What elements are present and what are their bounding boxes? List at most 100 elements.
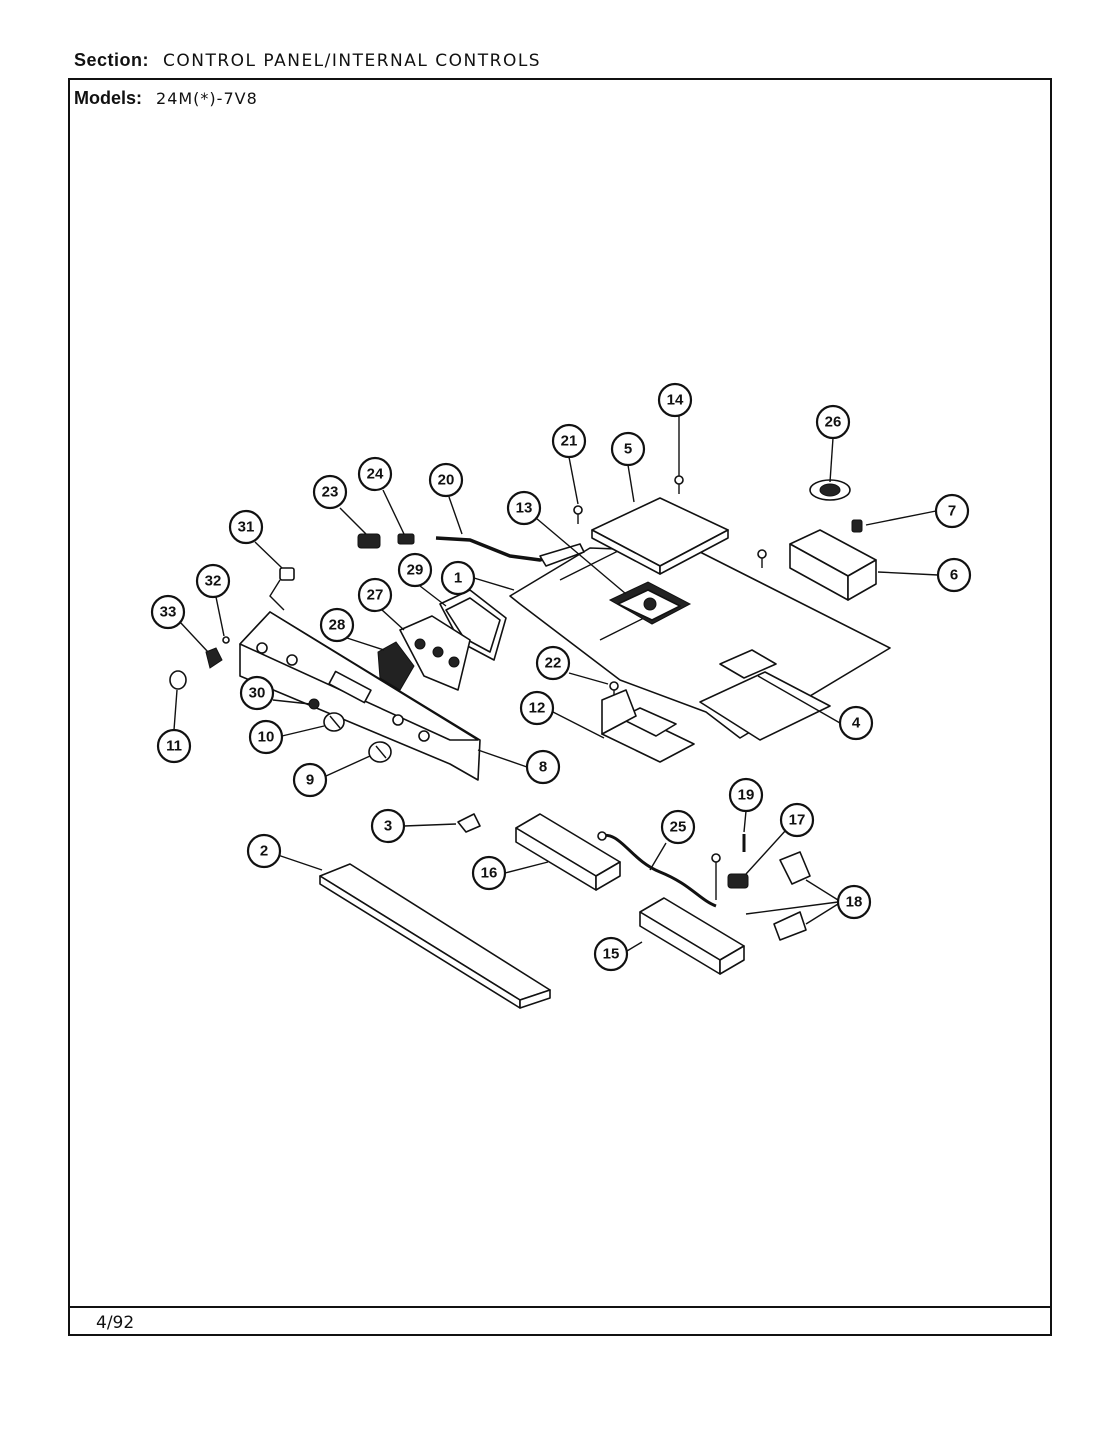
callout-28: 28 <box>319 607 355 643</box>
callout-31: 31 <box>228 509 264 545</box>
svg-text:9: 9 <box>306 772 314 789</box>
svg-text:16: 16 <box>481 865 498 882</box>
svg-text:5: 5 <box>624 441 632 458</box>
svg-text:28: 28 <box>329 617 346 634</box>
models-header: Models: 24M(*)-7V8 <box>74 88 258 109</box>
svg-text:19: 19 <box>738 787 755 804</box>
callout-9: 9 <box>292 762 328 798</box>
part-bracket-12 <box>601 689 695 763</box>
callout-24: 24 <box>357 456 393 492</box>
part-tray-bracket <box>789 529 877 601</box>
svg-text:30: 30 <box>249 685 266 702</box>
callout-32: 32 <box>195 563 231 599</box>
svg-text:13: 13 <box>516 500 533 517</box>
models-value: 24M(*)-7V8 <box>156 89 258 108</box>
part-switch-28 <box>377 641 415 691</box>
svg-text:31: 31 <box>238 519 255 536</box>
part-shield-29 <box>439 589 507 661</box>
section-title: CONTROL PANEL/INTERNAL CONTROLS <box>163 51 542 71</box>
svg-text:29: 29 <box>407 562 424 579</box>
part-knob-11 <box>169 670 187 690</box>
svg-text:6: 6 <box>950 567 958 584</box>
revision-date: 4/92 <box>96 1313 135 1333</box>
part-channel-16 <box>515 813 621 891</box>
callout-21: 21 <box>551 423 587 459</box>
callout-17: 17 <box>779 802 815 838</box>
callout-4: 4 <box>838 705 874 741</box>
part-knob-33 <box>205 647 223 669</box>
part-screw-14 <box>674 475 684 494</box>
callout-16: 16 <box>471 855 507 891</box>
callout-22: 22 <box>535 645 571 681</box>
svg-text:8: 8 <box>539 759 547 776</box>
part-thermostat <box>809 479 851 501</box>
part-relay-17 <box>727 873 749 889</box>
callout-10: 10 <box>248 719 284 755</box>
part-long-rail <box>319 863 551 1009</box>
part-screw-extra <box>757 549 767 568</box>
part-switch-board <box>399 615 471 691</box>
part-clip-31 <box>269 567 295 611</box>
svg-text:7: 7 <box>948 503 956 520</box>
callout-3: 3 <box>370 808 406 844</box>
svg-text:17: 17 <box>789 812 806 829</box>
part-knob-10 <box>323 712 345 732</box>
section-label: Section: <box>74 50 150 70</box>
svg-text:32: 32 <box>205 573 222 590</box>
svg-text:24: 24 <box>367 466 384 483</box>
leader-lines <box>173 416 939 952</box>
callout-33: 33 <box>150 594 186 630</box>
part-base-plate <box>509 539 891 741</box>
svg-text:1: 1 <box>454 570 462 587</box>
part-screw-22 <box>609 681 619 698</box>
callout-26: 26 <box>815 404 851 440</box>
footer-divider <box>68 1306 1052 1308</box>
callout-19: 19 <box>728 777 764 813</box>
callout-15: 15 <box>593 936 629 972</box>
part-spring-23 <box>357 533 381 549</box>
part-knob-30 <box>308 698 320 710</box>
callout-2: 2 <box>246 833 282 869</box>
callout-20: 20 <box>428 462 464 498</box>
callout-14: 14 <box>657 382 693 418</box>
models-label: Models: <box>74 88 143 108</box>
callout-25: 25 <box>660 809 696 845</box>
part-light-32 <box>222 636 230 644</box>
part-screw-21 <box>573 505 583 524</box>
svg-text:10: 10 <box>258 729 275 746</box>
part-connector-7 <box>851 519 863 533</box>
callout-6: 6 <box>936 557 972 593</box>
svg-text:21: 21 <box>561 433 578 450</box>
svg-text:3: 3 <box>384 818 392 835</box>
part-wire-25 <box>597 831 717 908</box>
callout-27: 27 <box>357 577 393 613</box>
callout-18: 18 <box>836 884 872 920</box>
callout-30: 30 <box>239 675 275 711</box>
callout-7: 7 <box>934 493 970 529</box>
callout-12: 12 <box>519 690 555 726</box>
part-clip-3 <box>457 813 481 833</box>
svg-text:14: 14 <box>667 392 684 409</box>
svg-text:12: 12 <box>529 700 546 717</box>
svg-text:27: 27 <box>367 587 384 604</box>
callout-29: 29 <box>397 552 433 588</box>
part-channel-15 <box>639 897 745 975</box>
svg-text:26: 26 <box>825 414 842 431</box>
part-knob-9 <box>368 741 392 763</box>
svg-text:18: 18 <box>846 894 863 911</box>
callout-13: 13 <box>506 490 542 526</box>
callout-11: 11 <box>156 728 192 764</box>
section-header: Section: CONTROL PANEL/INTERNAL CONTROLS <box>74 50 541 71</box>
svg-text:25: 25 <box>670 819 687 836</box>
callout-23: 23 <box>312 474 348 510</box>
svg-text:2: 2 <box>260 843 268 860</box>
callout-8: 8 <box>525 749 561 785</box>
part-cover-plate <box>591 497 729 575</box>
svg-text:15: 15 <box>603 946 620 963</box>
svg-text:4: 4 <box>852 715 861 732</box>
callout-5: 5 <box>610 431 646 467</box>
part-clip-18b <box>773 911 807 941</box>
part-control-panel <box>239 611 481 781</box>
part-spring-24 <box>397 533 415 545</box>
